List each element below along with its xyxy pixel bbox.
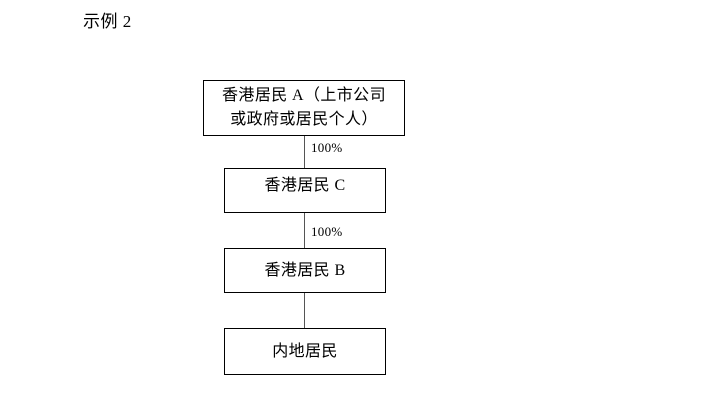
connector-a-to-c	[304, 136, 305, 168]
edge-label-c-to-b: 100%	[311, 224, 343, 239]
node-hk-resident-c: 香港居民 C	[224, 168, 386, 213]
page-title: 示例 2	[83, 12, 132, 31]
node-hk-resident-b: 香港居民 B	[224, 248, 386, 293]
edge-label-a-to-c: 100%	[311, 140, 343, 155]
node-hk-resident-a: 香港居民 A（上市公司 或政府或居民个人）	[203, 80, 405, 136]
connector-c-to-b	[304, 213, 305, 248]
node-mainland-resident: 内地居民	[224, 328, 386, 375]
connector-b-to-mainland	[304, 293, 305, 328]
